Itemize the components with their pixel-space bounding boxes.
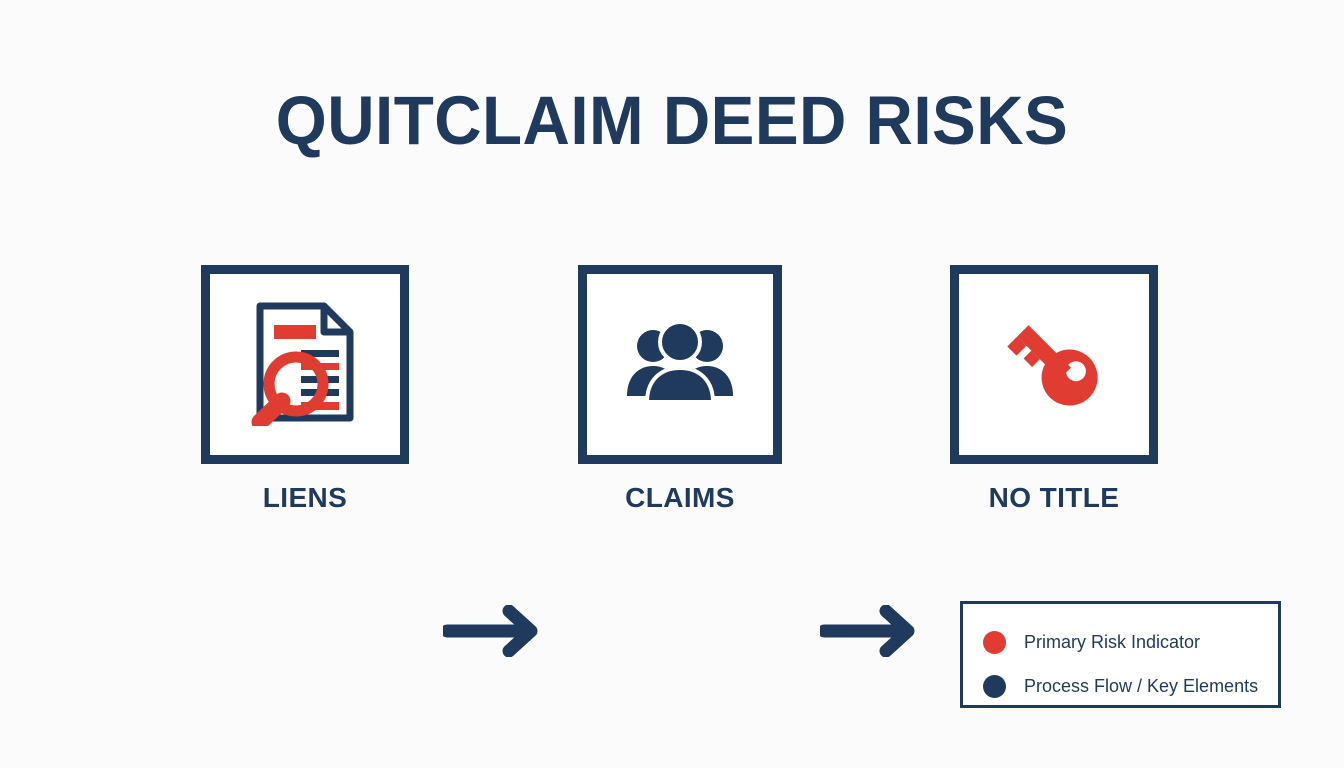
flow-step-label: LIENS	[262, 482, 348, 513]
arrow-right-icon	[817, 604, 916, 661]
flow-step-label: CLAIMS	[625, 482, 735, 513]
legend-item-process-flow: Process Flow / Key Elements	[983, 664, 1278, 708]
process-flow: LIENS	[0, 265, 1344, 658]
flow-step-no-title: NO TITLE	[950, 265, 1158, 514]
legend-item-primary-risk: Primary Risk Indicator	[983, 620, 1278, 664]
key-icon	[996, 306, 1112, 423]
document-magnifier-icon	[246, 298, 364, 431]
flow-connector-1	[440, 604, 539, 658]
legend-label: Primary Risk Indicator	[1024, 631, 1201, 652]
flow-step-label: NO TITLE	[988, 482, 1120, 513]
icon-box-claims	[578, 265, 782, 464]
legend-dot-red	[983, 630, 1006, 654]
people-group-icon	[622, 320, 738, 409]
flow-connector-2	[817, 604, 916, 658]
flow-step-claims: CLAIMS	[578, 265, 782, 514]
legend-label: Process Flow / Key Elements	[1024, 675, 1259, 696]
legend: Primary Risk Indicator Process Flow / Ke…	[960, 601, 1281, 708]
flow-step-liens: LIENS	[201, 265, 409, 514]
legend-dot-navy	[983, 674, 1006, 698]
page-title: QUITCLAIM DEED RISKS	[275, 82, 1069, 159]
icon-box-liens	[201, 265, 409, 464]
icon-box-no-title	[950, 265, 1158, 464]
arrow-right-icon	[440, 604, 539, 661]
